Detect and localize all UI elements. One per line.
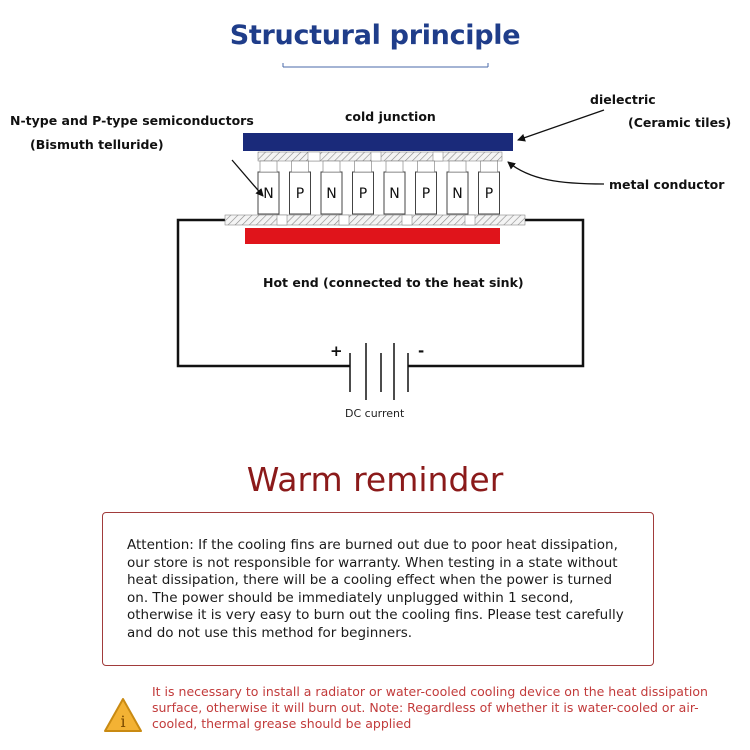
page-title: Structural principle [229,20,521,51]
reminder-text: Attention: If the cooling fins are burne… [127,537,624,641]
dc-current-label: DC current [345,407,405,420]
dielectric-label: dielectric [590,92,656,107]
element-label: P [296,186,304,202]
semiconductors-label: N-type and P-type semiconductors [10,113,254,128]
bottom-conductor [224,214,526,226]
hot-end-label: Hot end (connected to the heat sink) [263,275,524,290]
element-label: P [422,186,430,202]
minus-sign: - [418,342,425,360]
reminder-box: Attention: If the cooling fins are burne… [102,512,654,666]
element-label: N [452,186,462,202]
leg-post [291,160,309,173]
element-label: N [263,186,273,202]
metal-conductor-arrow [507,161,605,185]
dc-battery-symbol [349,343,409,400]
semiconductor-arrow [231,159,264,197]
dielectric-sublabel: (Ceramic tiles) [628,115,732,130]
leg-post [322,160,341,173]
dielectric-arrow [517,109,605,142]
plus-sign: + [330,342,343,360]
leg-post [259,160,278,173]
leg-post [354,160,372,173]
reminder-title: Warm reminder [246,460,504,499]
element-label: P [359,186,367,202]
semiconductors-sublabel: (Bismuth telluride) [30,137,164,152]
cold-plate [243,133,513,151]
leg-post [417,160,435,173]
svg-text:i: i [120,712,125,731]
leg-post [480,160,498,173]
element-label: N [326,186,336,202]
metal-conductor-label: metal conductor [609,177,725,192]
leg-post [448,160,467,173]
hot-plate [245,228,500,244]
circuit-wire [176,218,585,368]
element-label: N [389,186,399,202]
leg-post [385,160,404,173]
note-text: It is necessary to install a radiator or… [152,684,708,731]
warning-icon: i [104,698,142,732]
cold-junction-label: cold junction [345,109,436,124]
element-label: P [485,186,493,202]
